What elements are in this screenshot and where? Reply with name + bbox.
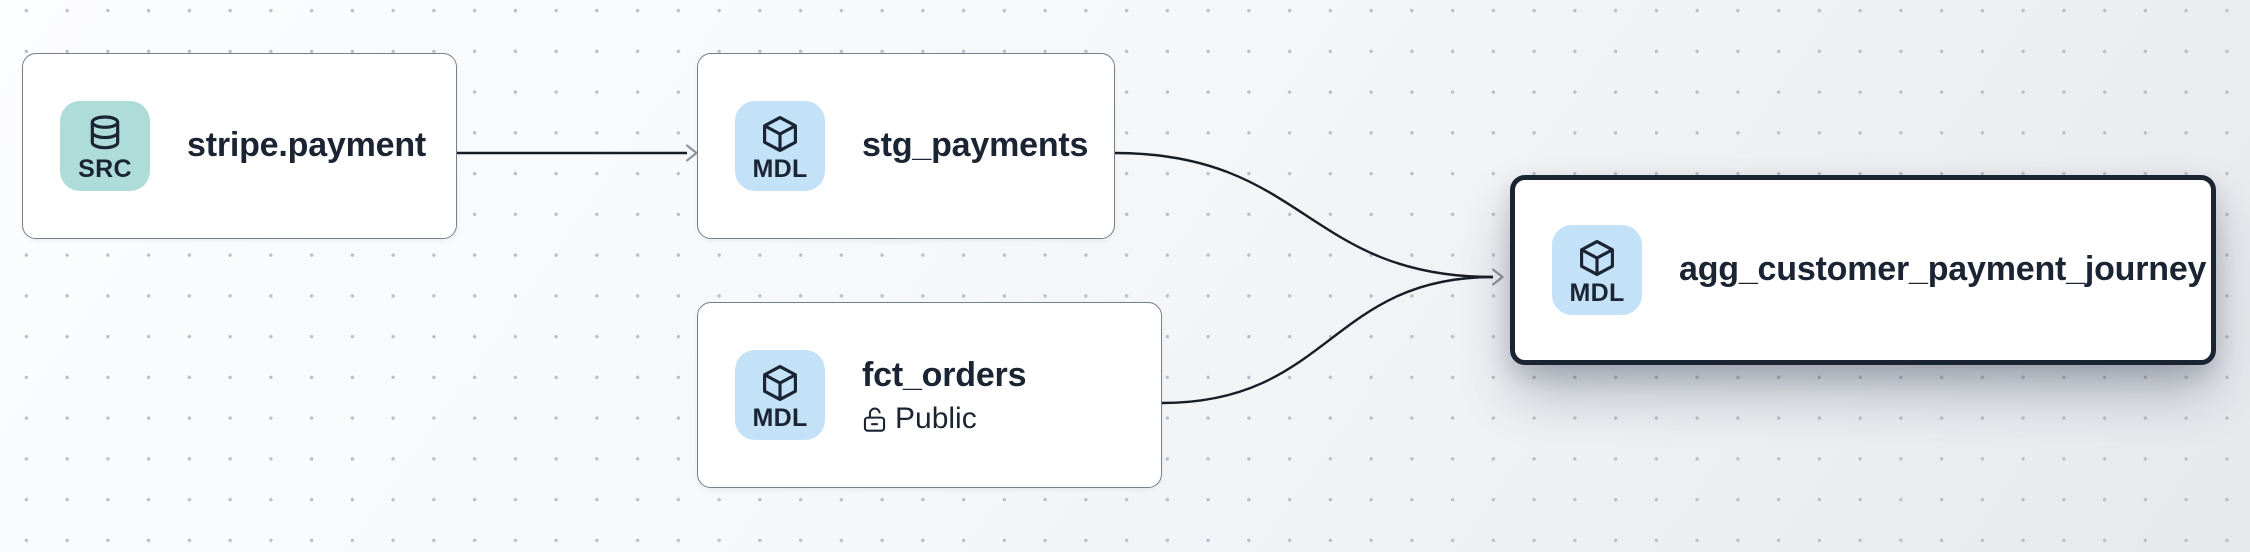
- access-row: Public: [862, 404, 1026, 434]
- lineage-node-stg-payments[interactable]: MDL stg_payments: [697, 53, 1115, 239]
- lineage-node-agg-customer-payment-journey[interactable]: MDL agg_customer_payment_journey: [1510, 175, 2216, 365]
- cube-icon: [759, 113, 801, 155]
- badge-label: MDL: [752, 154, 808, 183]
- arrowhead-icon: [1491, 268, 1504, 286]
- cube-icon: [1576, 237, 1618, 279]
- badge-label: MDL: [752, 403, 808, 432]
- lineage-node-fct-orders[interactable]: MDL fct_orders Public: [697, 302, 1162, 488]
- arrowhead-icon: [685, 144, 698, 162]
- node-title: fct_orders: [862, 355, 1027, 394]
- badge-label: MDL: [1569, 278, 1625, 307]
- edge-fct-orders-to-agg: [1161, 268, 1504, 405]
- edge-stg-payments-to-agg: [1114, 151, 1494, 279]
- lineage-node-stripe-payment[interactable]: SRC stripe.payment: [22, 53, 457, 239]
- node-badge: MDL: [735, 350, 825, 440]
- access-label: Public: [895, 402, 977, 436]
- edge-stripe-payment-to-stg-payments: [457, 144, 698, 162]
- lock-open-icon: [862, 406, 887, 433]
- cube-icon: [759, 362, 801, 404]
- node-title: stg_payments: [862, 126, 1089, 165]
- node-badge: MDL: [735, 101, 825, 191]
- node-title: stripe.payment: [187, 126, 427, 165]
- node-title: agg_customer_payment_journey: [1679, 250, 2207, 289]
- database-icon: [85, 113, 125, 155]
- badge-label: SRC: [78, 154, 132, 183]
- node-badge: SRC: [60, 101, 150, 191]
- node-badge: MDL: [1552, 225, 1642, 315]
